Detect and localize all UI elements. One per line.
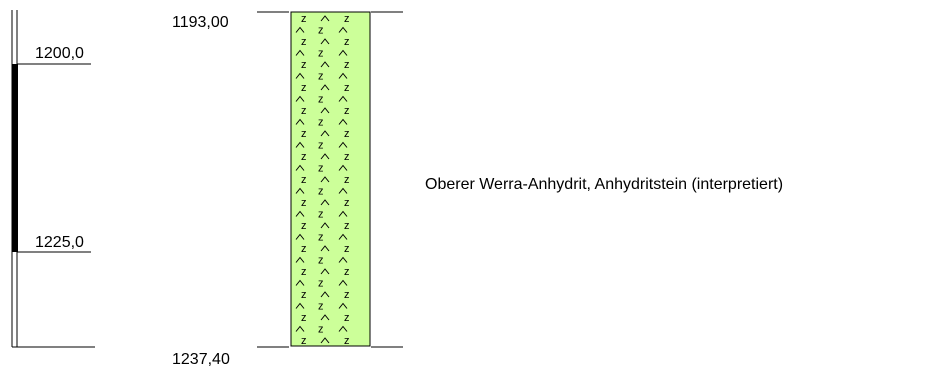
pattern-caret-symbol bbox=[338, 141, 348, 148]
scale-mark-1200: 1200,0 bbox=[35, 45, 84, 62]
pattern-z-symbol: z bbox=[318, 324, 324, 336]
scale-mark-1225: 1225,0 bbox=[35, 234, 84, 251]
pattern-caret-symbol bbox=[295, 95, 305, 102]
layer-bottom-depth: 1237,40 bbox=[172, 351, 230, 368]
pattern-caret-symbol bbox=[320, 61, 330, 68]
pattern-caret-symbol bbox=[295, 118, 305, 125]
pattern-caret-symbol bbox=[295, 72, 305, 79]
pattern-z-symbol: z bbox=[344, 289, 350, 301]
core-interval-bar bbox=[12, 64, 18, 252]
pattern-caret-symbol bbox=[320, 15, 330, 22]
pattern-caret-symbol bbox=[320, 245, 330, 252]
pattern-z-symbol: z bbox=[318, 232, 324, 244]
pattern-caret-symbol bbox=[295, 187, 305, 194]
pattern-z-symbol: z bbox=[344, 151, 350, 163]
pattern-caret-symbol bbox=[295, 210, 305, 217]
pattern-z-symbol: z bbox=[318, 94, 324, 106]
pattern-z-symbol: z bbox=[301, 243, 307, 255]
pattern-z-symbol: z bbox=[344, 59, 350, 71]
pattern-z-symbol: z bbox=[344, 266, 350, 278]
layer-description: Oberer Werra-Anhydrit, Anhydritstein (in… bbox=[425, 176, 783, 193]
pattern-z-symbol: z bbox=[301, 82, 307, 94]
pattern-caret-symbol bbox=[295, 302, 305, 309]
pattern-z-symbol: z bbox=[318, 301, 324, 313]
pattern-z-symbol: z bbox=[344, 105, 350, 117]
pattern-caret-symbol bbox=[320, 153, 330, 160]
pattern-z-symbol: z bbox=[318, 163, 324, 175]
pattern-caret-symbol bbox=[338, 233, 348, 240]
pattern-caret-symbol bbox=[320, 38, 330, 45]
pattern-caret-symbol bbox=[338, 325, 348, 332]
pattern-caret-symbol bbox=[295, 49, 305, 56]
pattern-caret-symbol bbox=[320, 176, 330, 183]
pattern-z-symbol: z bbox=[301, 151, 307, 163]
pattern-z-symbol: z bbox=[301, 59, 307, 71]
layer-top-depth: 1193,00 bbox=[172, 14, 229, 31]
pattern-z-symbol: z bbox=[301, 13, 307, 25]
pattern-caret-symbol bbox=[320, 222, 330, 229]
pattern-caret-symbol bbox=[295, 233, 305, 240]
pattern-caret-symbol bbox=[338, 210, 348, 217]
pattern-caret-symbol bbox=[295, 164, 305, 171]
pattern-z-symbol: z bbox=[301, 36, 307, 48]
pattern-z-symbol: z bbox=[318, 209, 324, 221]
pattern-z-symbol: z bbox=[318, 186, 324, 198]
pattern-z-symbol: z bbox=[344, 243, 350, 255]
pattern-z-symbol: z bbox=[318, 278, 324, 290]
pattern-z-symbol: z bbox=[344, 13, 350, 25]
pattern-caret-symbol bbox=[338, 187, 348, 194]
pattern-caret-symbol bbox=[295, 26, 305, 33]
anhydrite-layer-column bbox=[290, 11, 371, 347]
pattern-caret-symbol bbox=[320, 291, 330, 298]
pattern-z-symbol: z bbox=[301, 174, 307, 186]
pattern-z-symbol: z bbox=[301, 335, 307, 347]
pattern-caret-symbol bbox=[338, 26, 348, 33]
pattern-z-symbol: z bbox=[301, 312, 307, 324]
pattern-caret-symbol bbox=[320, 268, 330, 275]
pattern-z-symbol: z bbox=[344, 174, 350, 186]
pattern-caret-symbol bbox=[338, 302, 348, 309]
pattern-z-symbol: z bbox=[301, 266, 307, 278]
pattern-caret-symbol bbox=[320, 314, 330, 321]
pattern-caret-symbol bbox=[338, 72, 348, 79]
pattern-caret-symbol bbox=[295, 325, 305, 332]
pattern-caret-symbol bbox=[295, 141, 305, 148]
pattern-z-symbol: z bbox=[344, 82, 350, 94]
pattern-z-symbol: z bbox=[301, 220, 307, 232]
pattern-caret-symbol bbox=[295, 256, 305, 263]
pattern-z-symbol: z bbox=[301, 105, 307, 117]
pattern-z-symbol: z bbox=[301, 289, 307, 301]
pattern-z-symbol: z bbox=[301, 197, 307, 209]
pattern-z-symbol: z bbox=[344, 36, 350, 48]
pattern-z-symbol: z bbox=[318, 255, 324, 267]
pattern-caret-symbol bbox=[338, 95, 348, 102]
pattern-z-symbol: z bbox=[318, 117, 324, 129]
pattern-caret-symbol bbox=[320, 84, 330, 91]
pattern-z-symbol: z bbox=[344, 197, 350, 209]
pattern-z-symbol: z bbox=[318, 48, 324, 60]
pattern-caret-symbol bbox=[338, 164, 348, 171]
pattern-z-symbol: z bbox=[344, 128, 350, 140]
pattern-caret-symbol bbox=[320, 337, 330, 344]
pattern-z-symbol: z bbox=[318, 140, 324, 152]
pattern-caret-symbol bbox=[338, 256, 348, 263]
pattern-caret-symbol bbox=[338, 279, 348, 286]
pattern-caret-symbol bbox=[320, 199, 330, 206]
pattern-caret-symbol bbox=[320, 130, 330, 137]
pattern-z-symbol: z bbox=[344, 312, 350, 324]
pattern-caret-symbol bbox=[295, 279, 305, 286]
pattern-caret-symbol bbox=[338, 118, 348, 125]
pattern-z-symbol: z bbox=[301, 128, 307, 140]
pattern-z-symbol: z bbox=[318, 25, 324, 37]
pattern-caret-symbol bbox=[338, 49, 348, 56]
pattern-caret-symbol bbox=[320, 107, 330, 114]
pattern-z-symbol: z bbox=[344, 335, 350, 347]
pattern-z-symbol: z bbox=[344, 220, 350, 232]
pattern-z-symbol: z bbox=[318, 71, 324, 83]
